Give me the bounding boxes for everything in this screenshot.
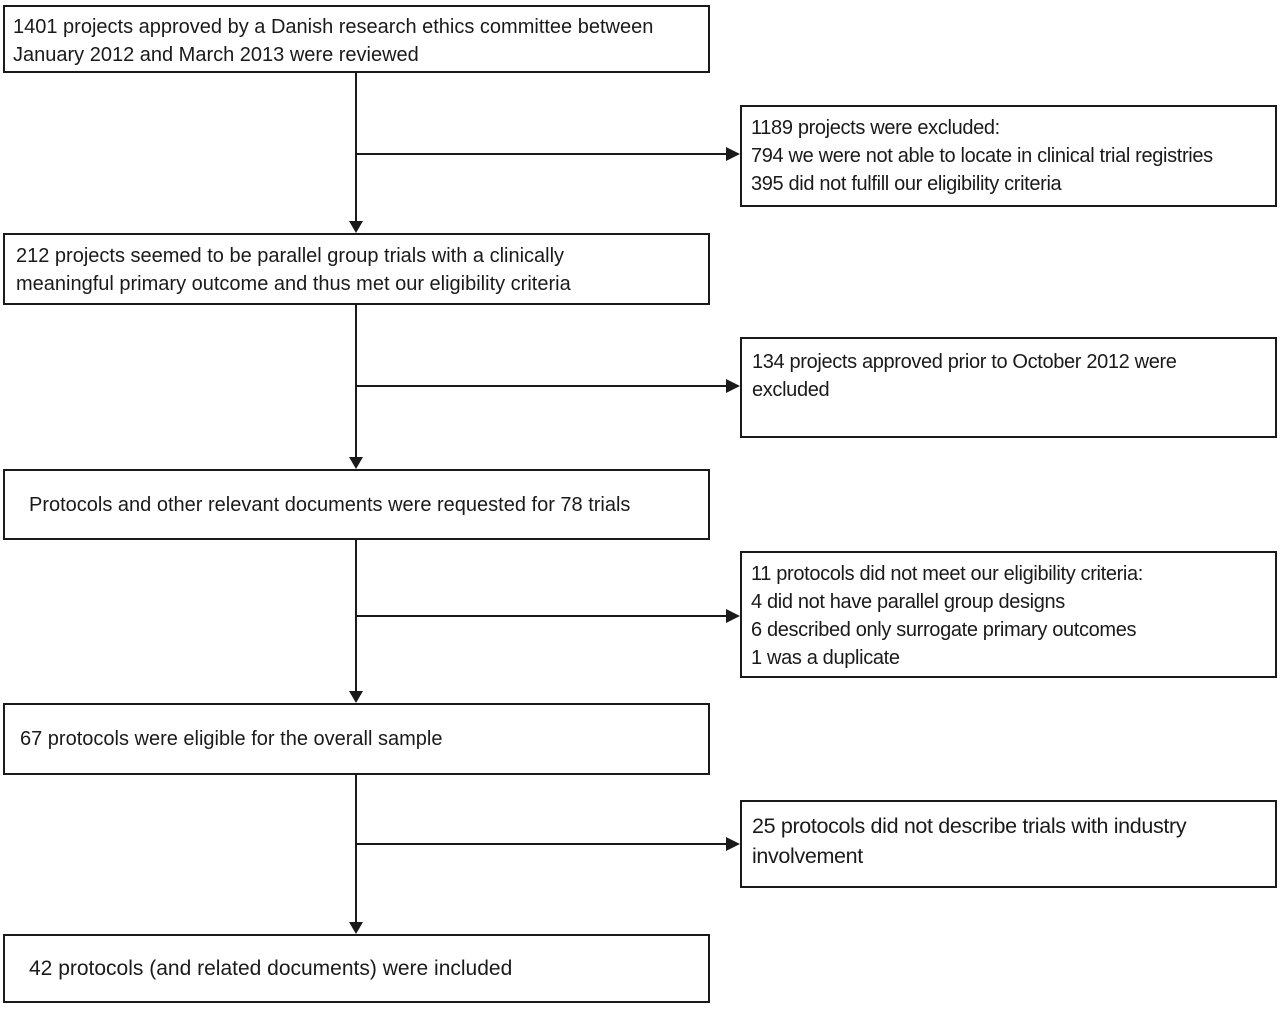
box-text-line: excluded [752, 379, 830, 401]
arrowhead-down-4 [349, 922, 363, 934]
connector-horizontal-3 [356, 615, 726, 617]
connector-vertical-1 [355, 73, 357, 223]
box-protocols-eligible: 67 protocols were eligible for the overa… [3, 703, 710, 775]
box-protocols-requested: Protocols and other relevant documents w… [3, 469, 710, 540]
arrowhead-right-4 [726, 837, 740, 851]
box-text-line: Protocols and other relevant documents w… [29, 493, 631, 516]
box-text-line: 1 was a duplicate [751, 647, 900, 669]
box-protocols-excluded-25: 25 protocols did not describe trials wit… [740, 800, 1277, 888]
box-text-line: 4 did not have parallel group designs [751, 591, 1065, 613]
box-text-line: 11 protocols did not meet our eligibilit… [751, 563, 1143, 585]
arrowhead-down-1 [349, 221, 363, 233]
box-text-line: 67 protocols were eligible for the overa… [20, 728, 443, 750]
box-text-line: meaningful primary outcome and thus met … [16, 273, 571, 295]
arrowhead-right-1 [726, 147, 740, 161]
box-text-line: 42 protocols (and related documents) wer… [29, 956, 513, 980]
box-text-line: 794 we were not able to locate in clinic… [751, 145, 1213, 167]
box-text-line: 1401 projects approved by a Danish resea… [13, 16, 654, 38]
box-text-line: January 2012 and March 2013 were reviewe… [13, 44, 419, 66]
box-protocols-excluded-11: 11 protocols did not meet our eligibilit… [740, 551, 1277, 678]
box-text-line: 395 did not fulfill our eligibility crit… [751, 173, 1062, 195]
arrowhead-right-2 [726, 379, 740, 393]
box-projects-reviewed: 1401 projects approved by a Danish resea… [3, 5, 710, 73]
box-text-line: 212 projects seemed to be parallel group… [16, 245, 565, 267]
box-text-line: 25 protocols did not describe trials wit… [752, 814, 1187, 838]
arrowhead-down-2 [349, 457, 363, 469]
box-protocols-included: 42 protocols (and related documents) wer… [3, 934, 710, 1003]
arrowhead-down-3 [349, 691, 363, 703]
connector-vertical-2 [355, 305, 357, 457]
box-text-line: 1189 projects were excluded: [751, 117, 1000, 139]
connector-vertical-4 [355, 775, 357, 922]
arrowhead-right-3 [726, 609, 740, 623]
box-text-line: 134 projects approved prior to October 2… [752, 351, 1177, 373]
box-projects-eligible: 212 projects seemed to be parallel group… [3, 233, 710, 305]
box-text-line: involvement [752, 844, 863, 868]
connector-horizontal-2 [356, 385, 726, 387]
box-projects-excluded-1189: 1189 projects were excluded: 794 we were… [740, 105, 1277, 207]
box-projects-excluded-134: 134 projects approved prior to October 2… [740, 337, 1277, 438]
connector-horizontal-4 [356, 843, 726, 845]
connector-horizontal-1 [356, 153, 726, 155]
box-text-line: 6 described only surrogate primary outco… [751, 619, 1137, 641]
